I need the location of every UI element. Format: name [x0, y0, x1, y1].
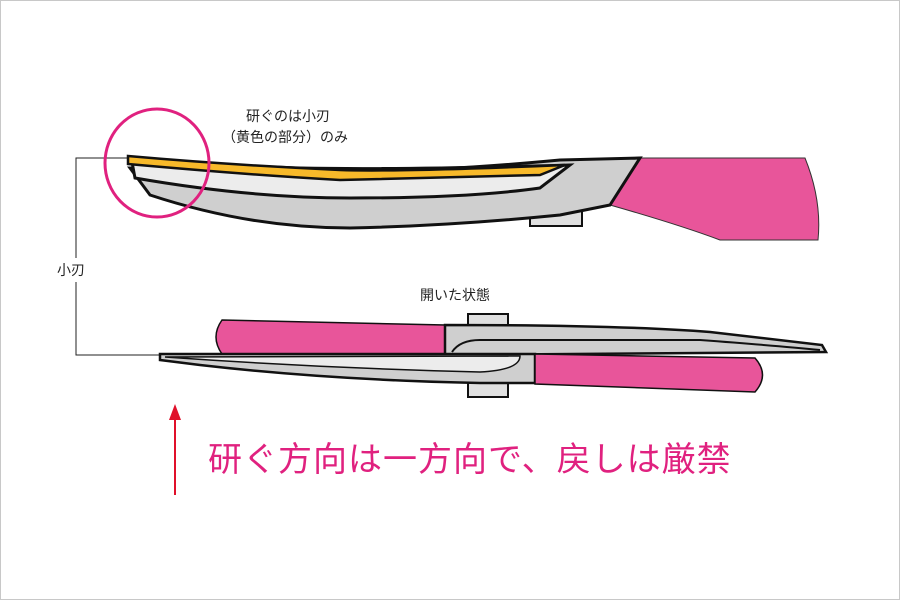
- callout-bracket-line: [75, 157, 160, 356]
- small-blade-bevel: [126, 154, 566, 182]
- sharpen-note-line1: 研ぐのは小刃: [246, 109, 330, 125]
- handle-lower: [534, 353, 764, 393]
- blade-lower-face: [164, 355, 521, 373]
- sharpen-note-line2: （黄色の部分）のみ: [222, 130, 348, 146]
- closed-scissors: [103, 107, 820, 241]
- open-state-label: 開いた状態: [420, 288, 490, 304]
- handle-top: [609, 157, 820, 241]
- handle-upper: [215, 319, 446, 356]
- blade-upper-edge: [451, 339, 821, 353]
- up-arrow-icon: [169, 404, 181, 495]
- small-blade-label: 小刃: [57, 258, 85, 282]
- highlight-circle: [103, 107, 211, 219]
- main-message: 研ぐ方向は一方向で、戻しは厳禁: [208, 440, 732, 480]
- open-scissors: [158, 313, 829, 398]
